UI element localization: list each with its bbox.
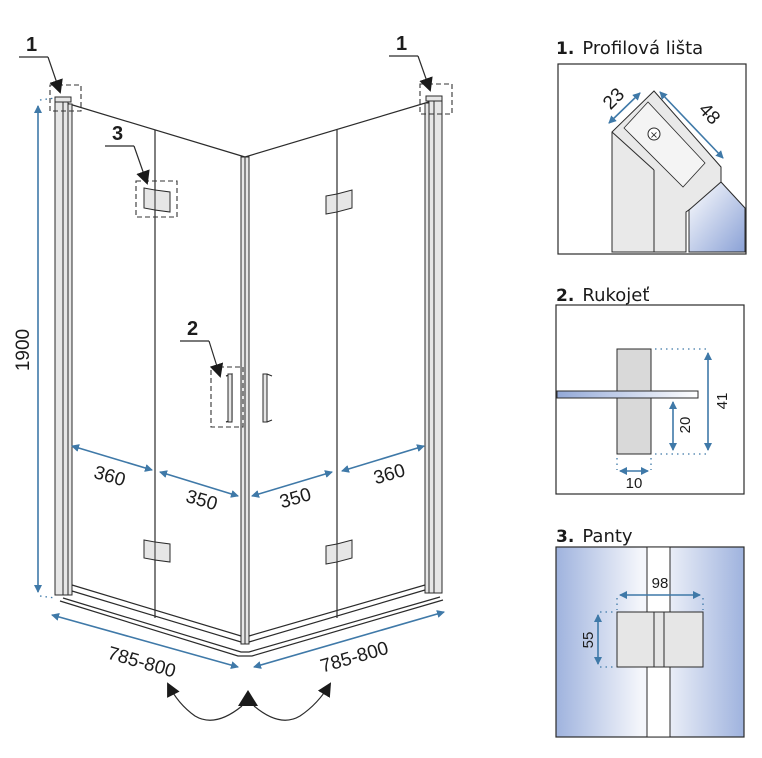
hinge-plate	[616, 611, 704, 668]
dim-right-outer: 360	[371, 460, 407, 489]
callout-box-3	[135, 180, 178, 218]
detail-1-title: 1. Profilová lišta	[556, 38, 703, 59]
callout-box-1-right	[419, 83, 453, 115]
left-wall-profile	[54, 96, 73, 596]
detail-3-hinges: 3. Panty 98 55	[555, 526, 745, 738]
detail-3-title: 3. Panty	[556, 526, 633, 547]
screw-icon: ×	[650, 130, 658, 141]
leader-1-right: 1	[389, 33, 433, 92]
hinge-top-right	[325, 189, 353, 215]
detail-1-profile-strip: 1. Profilová lišta × 23 48	[556, 38, 747, 255]
callout-box-2	[210, 366, 244, 428]
glass-panel-section	[556, 390, 699, 399]
callout-box-1-left	[49, 84, 82, 112]
handle-bar	[616, 348, 652, 455]
hinge-bottom-left	[143, 539, 171, 563]
leader-1-left: 1	[19, 34, 63, 94]
detail-2-dim-height: 41	[714, 393, 731, 410]
detail-3-dim-width: 98	[652, 575, 669, 592]
detail-2-dim-offset: 20	[677, 417, 694, 434]
dim-left-inner: 350	[183, 486, 219, 515]
top-edge-right	[244, 100, 433, 158]
hinge-bottom-right	[325, 539, 353, 565]
detail-2-dim-width: 10	[626, 475, 643, 492]
height-dimension: 1900	[13, 97, 56, 599]
height-value: 1900	[13, 329, 34, 371]
door-swing-arrows	[167, 682, 332, 721]
detail-2-title: 2. Rukojeť	[556, 285, 649, 306]
leader-2: 2	[180, 318, 224, 378]
detail-2-handle: 2. Rukojeť 41 20 10	[555, 285, 745, 495]
callout-label-2: 2	[187, 318, 198, 340]
base-left-value: 785-800	[105, 643, 178, 682]
callout-label-1-right: 1	[396, 33, 407, 55]
callout-label-1-left: 1	[26, 34, 37, 56]
handle-left	[225, 373, 233, 423]
callout-label-3: 3	[112, 123, 123, 145]
right-wall-profile	[424, 95, 443, 594]
dim-left-outer: 360	[91, 462, 127, 491]
handle-right	[262, 373, 273, 423]
detail-3-dim-height: 55	[580, 632, 597, 649]
base-right-value: 785-800	[318, 638, 391, 677]
main-enclosure: 1 1 3 2 1900 360	[13, 33, 453, 721]
leader-3: 3	[105, 123, 150, 185]
dim-right-inner: 350	[277, 484, 313, 513]
corner-post	[240, 156, 250, 645]
hinge-top-left	[143, 187, 171, 213]
